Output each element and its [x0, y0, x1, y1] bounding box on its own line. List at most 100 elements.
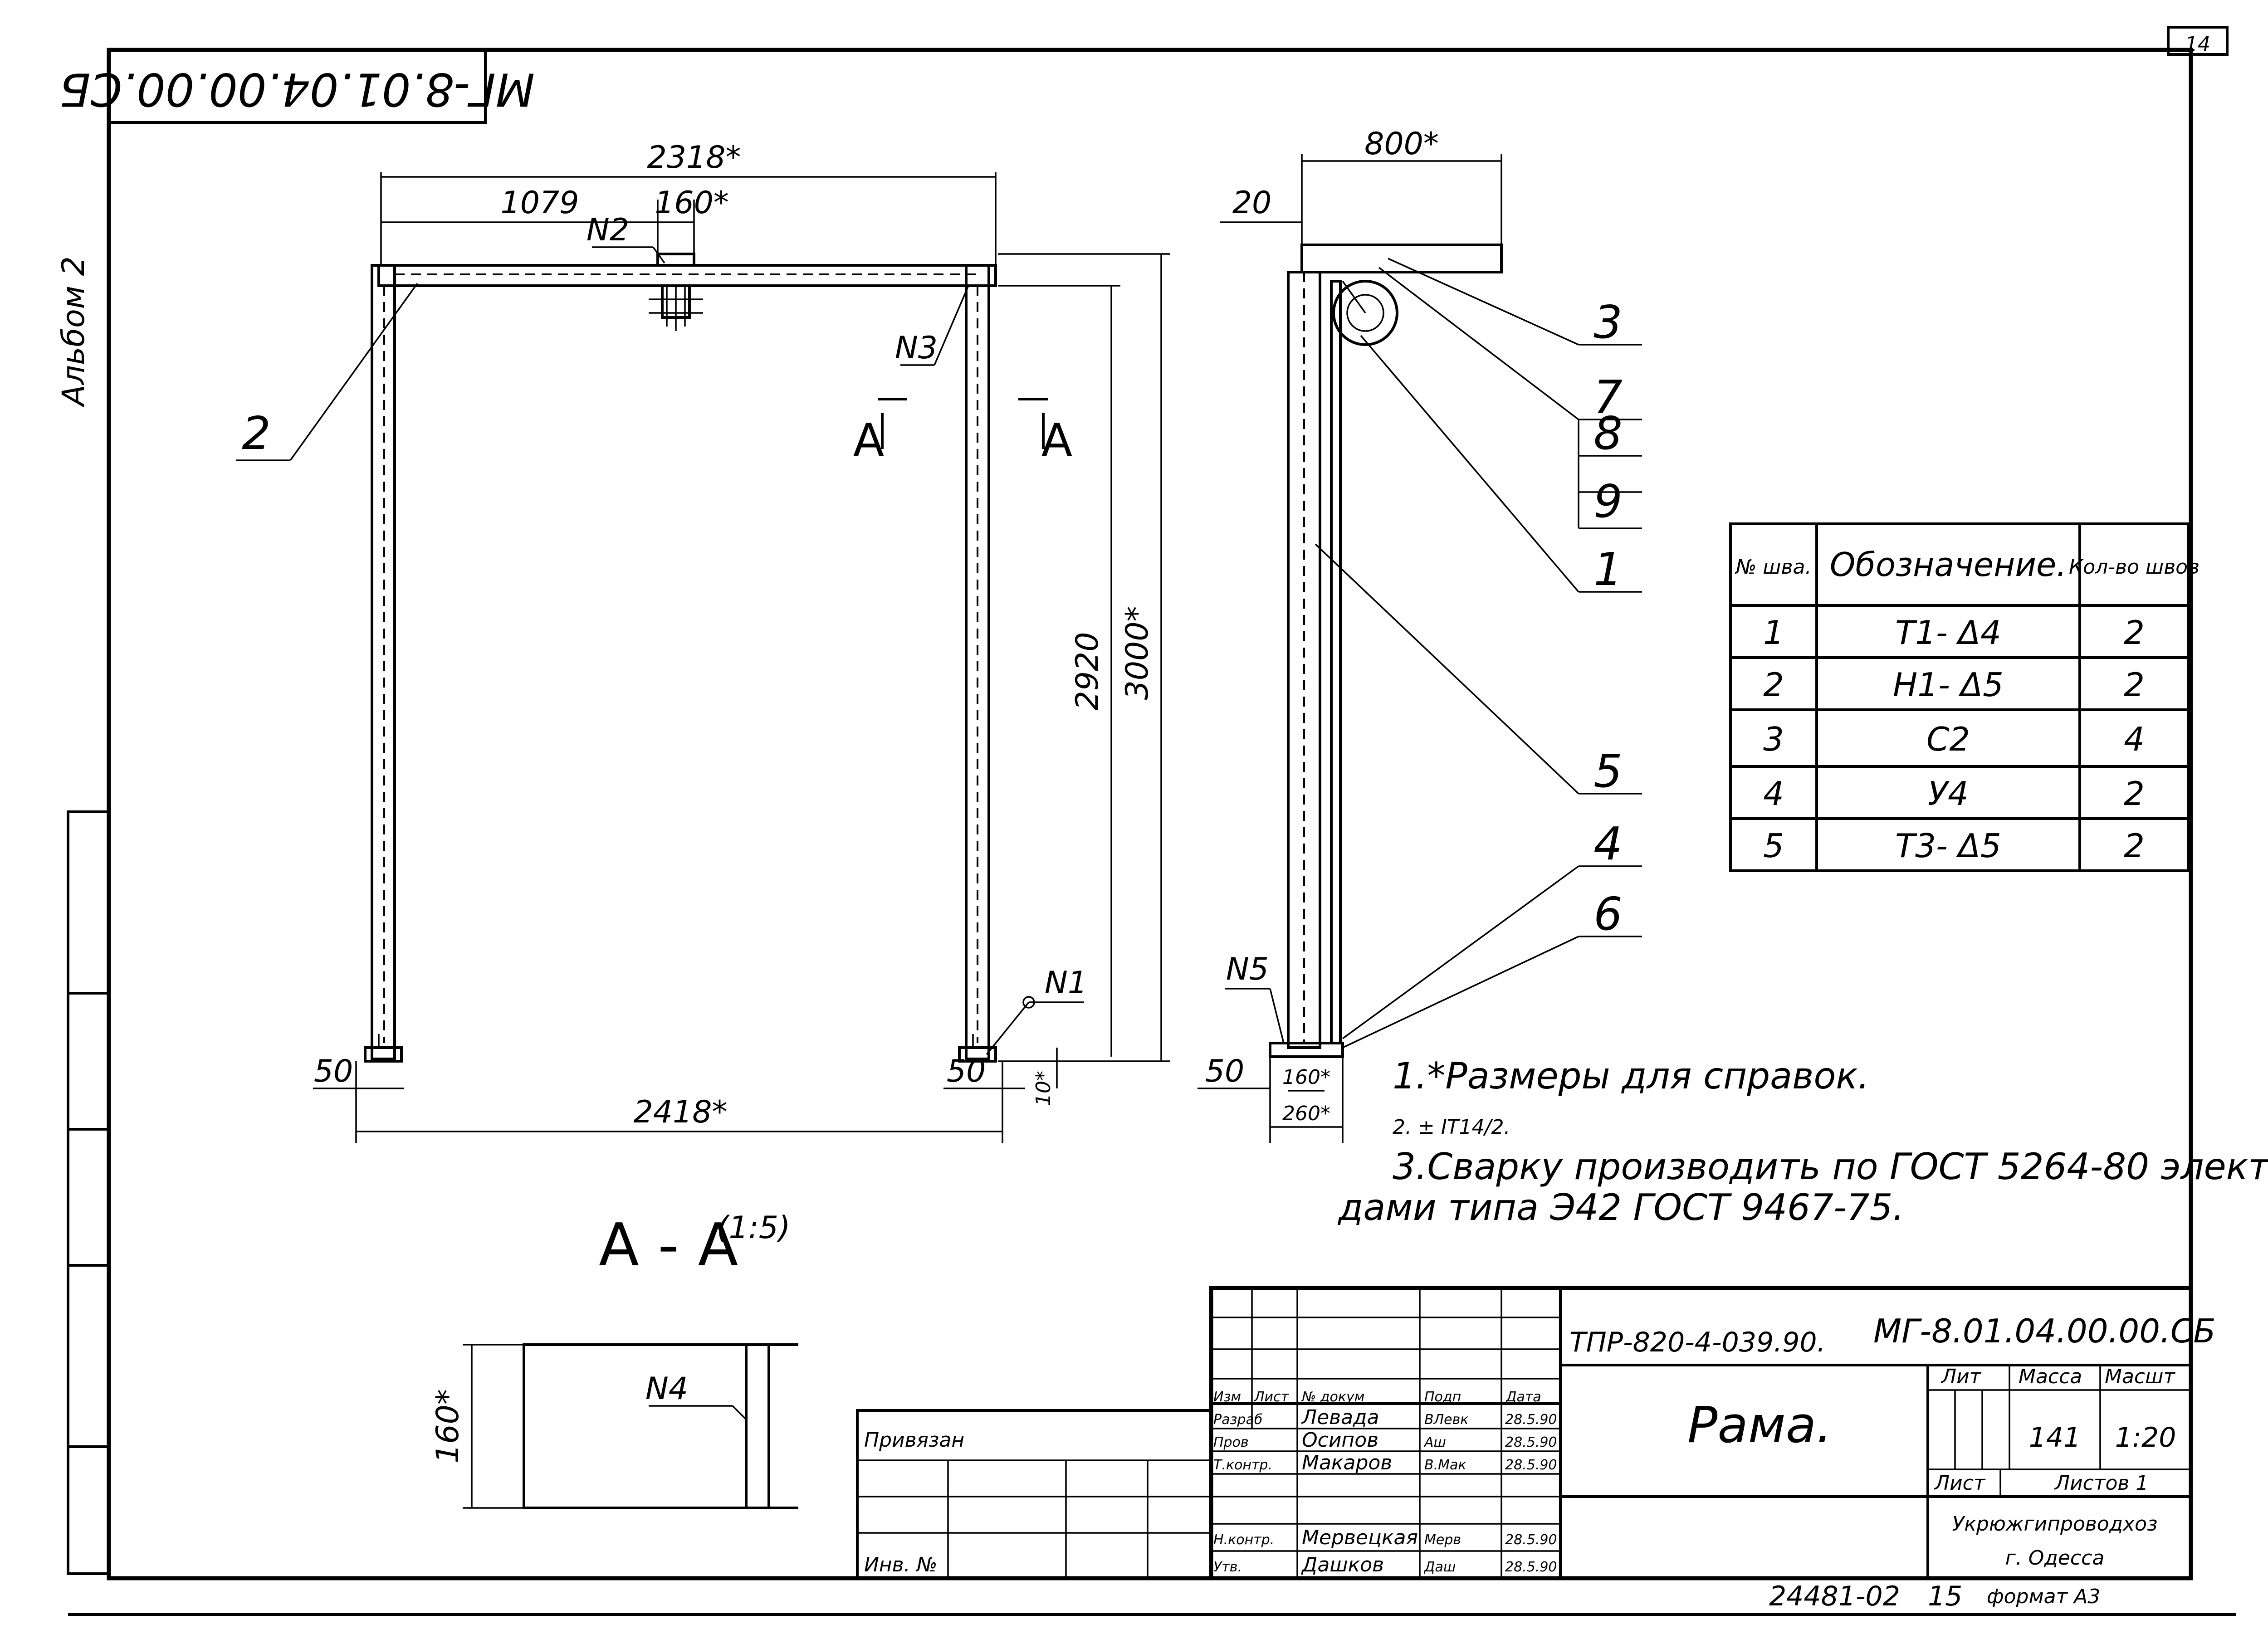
tb-sign-5: Даш: [1423, 1559, 1456, 1575]
tb-organization: Укрюжгипроводхоз: [1952, 1512, 2158, 1536]
position-1: 1: [1593, 543, 1623, 596]
weld-row-5-no: 5: [1763, 827, 1784, 865]
tb-sign-2: Аш: [1423, 1434, 1446, 1450]
section-a-a: А - А (1:5) N4 160*: [430, 1210, 798, 1509]
tb-sign-3: В.Мак: [1424, 1457, 1466, 1473]
tb-inv: Инв. №: [864, 1553, 937, 1576]
tb-name-3: Макаров: [1302, 1451, 1392, 1474]
position-4: 4: [1593, 817, 1623, 870]
weld-n3-label: N3: [895, 330, 938, 366]
weld-row-3-designation: С2: [1926, 720, 1970, 758]
weld-table: № шва. Обозначение. Кол-во швов 1 Т1- Δ4…: [1729, 522, 2200, 872]
tb-sign-4: Мерв: [1424, 1532, 1461, 1548]
tb-doc-code: МГ-8.01.04.00.00.СБ: [1873, 1312, 2216, 1350]
tb-role-5: Утв.: [1213, 1559, 1242, 1575]
position-6: 6: [1593, 888, 1623, 941]
title-block: ТПР-820-4-039.90. МГ-8.01.04.00.00.СБ Ра…: [856, 1286, 2216, 1612]
dim-base-width: 2418*: [633, 1094, 727, 1130]
tb-date-3: 28.5.90: [1505, 1457, 1557, 1473]
section-mark-left: А: [853, 414, 884, 467]
tb-date-5: 28.5.90: [1505, 1559, 1557, 1575]
tb-col-sign: Подп: [1424, 1389, 1461, 1405]
weld-row-5-designation: Т3- Δ5: [1895, 827, 2001, 865]
rotated-drawing-code: МГ-8.01.04.00.00.СБ: [59, 63, 535, 116]
tb-role-3: Т.контр.: [1213, 1457, 1272, 1473]
weld-row-1-designation: Т1- Δ4: [1895, 614, 2001, 652]
dim-bracket-width: 160*: [655, 185, 729, 221]
weld-table-header-count: Кол-во швов: [2069, 556, 2200, 579]
dim-foot-offset: 50: [1205, 1054, 1245, 1089]
tb-date-2: 28.5.90: [1505, 1434, 1557, 1450]
weld-table-header-no: № шва.: [1735, 556, 1812, 579]
front-view: 2318* 1079 160* N2 N3 2 А А 2920 3000*: [236, 140, 1170, 1143]
note-4: дами типа Э42 ГОСТ 9467-75.: [1337, 1186, 1904, 1229]
section-title: А - А: [599, 1210, 738, 1279]
tb-mass: 141: [2029, 1422, 2081, 1454]
archive-sheet: 15: [1928, 1580, 1962, 1612]
tb-name-1: Левада: [1301, 1406, 1379, 1429]
note-2: 2. ± IT14/2.: [1393, 1116, 1510, 1139]
weld-table-header-designation: Обозначение.: [1830, 546, 2067, 584]
side-view: 800* 20 N5 50 160* 260* 3 7: [1198, 126, 1642, 1143]
note-1: 1.*Размеры для справок.: [1393, 1055, 1869, 1097]
tb-col-date: Дата: [1505, 1389, 1541, 1405]
dim-inner-height: 2920: [1070, 632, 1105, 710]
archive-number: 24481-02: [1769, 1580, 1900, 1612]
weld-row-2-no: 2: [1763, 666, 1784, 704]
dim-overall-height: 3000*: [1119, 606, 1155, 700]
weld-n1-label: N1: [1045, 965, 1087, 1001]
tb-name-4: Мервецкая: [1302, 1526, 1418, 1549]
tb-role-2: Пров: [1213, 1434, 1249, 1450]
tb-name-2: Осипов: [1302, 1429, 1378, 1452]
pulley-bracket: [649, 253, 703, 331]
dim-foot-height: 10*: [1032, 1071, 1055, 1106]
position-3: 3: [1593, 296, 1623, 349]
tb-scale: 1:20: [2115, 1422, 2176, 1454]
tb-name: Рама.: [1687, 1396, 1832, 1454]
tb-city: г. Одесса: [2005, 1546, 2105, 1570]
tb-col-doc: № докум: [1301, 1389, 1364, 1405]
weld-row-2-designation: Н1- Δ5: [1893, 666, 2004, 704]
tb-sheets-label: Листов 1: [2054, 1472, 2148, 1495]
tb-date-4: 28.5.90: [1505, 1532, 1557, 1548]
weld-row-3-no: 3: [1763, 720, 1784, 758]
section-mark-right: А: [1041, 414, 1072, 467]
dim-plate-260: 260*: [1282, 1102, 1330, 1125]
weld-n4-label: N4: [645, 1371, 688, 1407]
dim-top-width: 800*: [1364, 126, 1439, 162]
tb-col-izm: Изм: [1213, 1389, 1241, 1405]
dim-left-offset: 1079: [500, 185, 579, 221]
tb-name-5: Дашков: [1301, 1553, 1384, 1576]
weld-row-5-count: 2: [2124, 827, 2145, 865]
leader-2-label: 2: [242, 407, 271, 460]
tb-col-list: Лист: [1254, 1389, 1290, 1405]
weld-row-3-count: 4: [2124, 720, 2145, 758]
tb-sign-1: ВЛевк: [1424, 1412, 1468, 1428]
tb-sheet-label: Лист: [1934, 1472, 1986, 1495]
dim-top-offset: 20: [1232, 185, 1272, 221]
tb-role-1: Разраб: [1213, 1412, 1262, 1428]
weld-row-4-no: 4: [1763, 775, 1784, 813]
weld-n2-label: N2: [587, 212, 629, 248]
weld-row-4-designation: У4: [1928, 775, 1969, 813]
dim-right-foot: 50: [947, 1054, 986, 1089]
weld-row-1-no: 1: [1763, 614, 1784, 652]
weld-row-1-count: 2: [2124, 614, 2145, 652]
section-dim-height: 160*: [430, 1389, 466, 1463]
tb-date-1: 28.5.90: [1505, 1412, 1557, 1428]
tb-mass-label: Масса: [2019, 1365, 2082, 1388]
technical-notes: 1.*Размеры для справок. 2. ± IT14/2. 3.С…: [1337, 1055, 2268, 1229]
weld-row-4-count: 2: [2124, 775, 2145, 813]
tb-scale-label: Масшт: [2105, 1365, 2175, 1388]
tb-privyazan: Привязан: [864, 1429, 964, 1452]
tb-lit-label: Лит: [1941, 1365, 1982, 1388]
tb-project-code: ТПР-820-4-039.90.: [1569, 1327, 1826, 1358]
tb-role-4: Н.контр.: [1213, 1532, 1274, 1548]
weld-n5-label: N5: [1226, 951, 1269, 987]
dim-plate-160: 160*: [1282, 1066, 1330, 1089]
dim-overall-width: 2318*: [647, 140, 741, 176]
position-9: 9: [1593, 475, 1623, 528]
note-3: 3.Сварку производить по ГОСТ 5264-80 эле…: [1393, 1146, 2268, 1188]
weld-row-2-count: 2: [2124, 666, 2145, 704]
dim-left-foot: 50: [314, 1054, 353, 1089]
